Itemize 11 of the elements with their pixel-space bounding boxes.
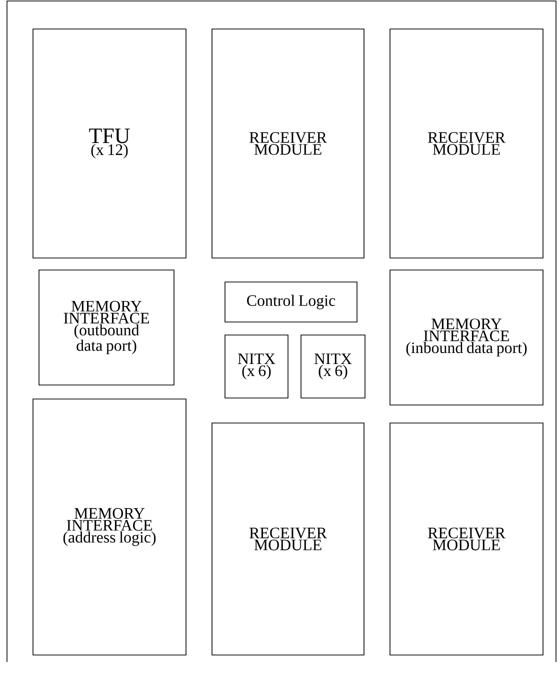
- module-box: NITX (x 6): [300, 334, 366, 398]
- module-box: RECEIVER MODULE: [390, 422, 544, 656]
- module-box: MEMORY INTERFACE (outbound data port): [38, 270, 174, 386]
- module-box: RECEIVER MODULE: [212, 28, 364, 258]
- module-box: MEMORY INTERFACE (inbound data port): [390, 270, 544, 406]
- module-box: NITX (x 6): [224, 334, 288, 398]
- module-box: MEMORY INTERFACE (address logic): [32, 398, 186, 656]
- module-box: RECEIVER MODULE: [212, 422, 364, 656]
- module-box: RECEIVER MODULE: [390, 28, 544, 258]
- module-box: TFU (x 12): [32, 28, 186, 258]
- module-box: Control Logic: [224, 282, 358, 322]
